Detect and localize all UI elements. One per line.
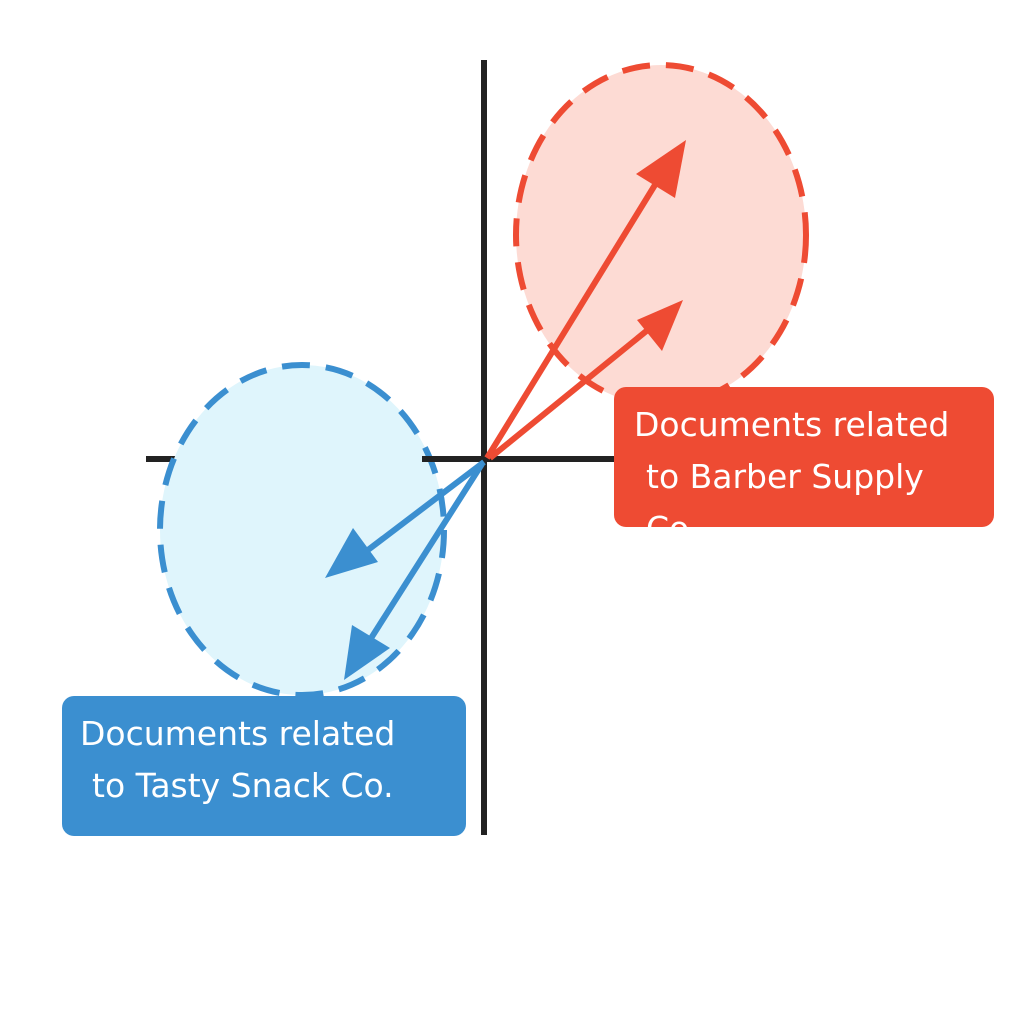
- red-arrow-1: [484, 140, 686, 460]
- tasty-snack-label-line1: Documents related: [80, 714, 396, 753]
- tasty-snack-cluster: [157, 362, 447, 698]
- blue-arrow-1: [325, 459, 486, 578]
- barber-supply-label-line1: Documents related: [634, 405, 950, 444]
- barber-supply-cluster: [513, 62, 809, 408]
- blue-arrow-2: [344, 462, 485, 680]
- barber-supply-label-line2: to Barber Supply Co.: [646, 457, 924, 548]
- tasty-snack-label: Documents related to Tasty Snack Co.: [62, 696, 466, 836]
- tasty-snack-label-line2: to Tasty Snack Co.: [92, 766, 394, 805]
- red-arrow-2: [488, 300, 683, 461]
- barber-supply-label: Documents related to Barber Supply Co.: [614, 387, 994, 548]
